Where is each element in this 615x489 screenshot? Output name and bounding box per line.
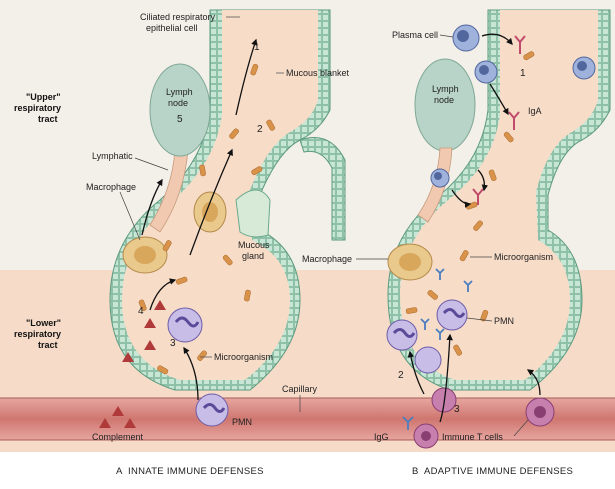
step-number-b3: 3 [454, 404, 460, 415]
step-number-a4: 4 [138, 306, 144, 317]
upper-tract-label-3: tract [38, 114, 58, 124]
microorganism-label-a: Microorganism [214, 352, 273, 362]
step-number-a5: 5 [177, 114, 183, 125]
macrophage-label-a: Macrophage [86, 182, 136, 192]
plasma-cell-label: Plasma cell [392, 30, 438, 40]
step-number-a3: 3 [170, 338, 176, 349]
mucous-gland [236, 190, 270, 237]
pmn-label-b: PMN [494, 316, 514, 326]
lymph-node-label-a: Lymph [166, 87, 193, 97]
step-number-a1: 1 [254, 42, 260, 53]
caption-b-letter: B [412, 466, 419, 477]
pmn-b3 [415, 347, 441, 373]
immune-t-cells-label: Immune T cells [442, 432, 503, 442]
capillary-label: Capillary [282, 384, 318, 394]
igg-label: IgG [374, 432, 389, 442]
microorganism-label-b: Microorganism [494, 252, 553, 262]
ciliated-cell-label: Ciliated respiratory [140, 12, 216, 22]
lymph-node-label-a-2: node [168, 98, 188, 108]
ciliated-cell-label-2: epithelial cell [146, 23, 198, 33]
upper-tract-label-2: respiratory [14, 103, 61, 113]
lymph-node-b [415, 59, 475, 151]
upper-tract-label: "Upper" [26, 92, 61, 102]
mucous-gland-label: Mucous [238, 240, 270, 250]
caption-b-text: ADAPTIVE IMMUNE DEFENSES [424, 466, 573, 477]
complement-label: Complement [92, 432, 144, 442]
caption-a-text: INNATE IMMUNE DEFENSES [128, 466, 264, 477]
mucous-blanket-label: Mucous blanket [286, 68, 350, 78]
lymph-node-label-b: Lymph [432, 84, 459, 94]
lymph-node-label-b-2: node [434, 95, 454, 105]
lower-tract-label-3: tract [38, 340, 58, 350]
lymphatic-label: Lymphatic [92, 151, 133, 161]
mucous-gland-label-2: gland [242, 251, 264, 261]
lower-tract-label-2: respiratory [14, 329, 61, 339]
lymph-node-a [150, 64, 210, 156]
step-number-b2: 2 [398, 370, 404, 381]
caption-a-letter: A [116, 466, 123, 477]
pmn-label-a: PMN [232, 417, 252, 427]
lower-tract-label: "Lower" [26, 318, 61, 328]
iga-label: IgA [528, 106, 542, 116]
step-number-a2: 2 [257, 124, 263, 135]
step-number-b1: 1 [520, 68, 526, 79]
macrophage-label-b: Macrophage [302, 254, 352, 264]
